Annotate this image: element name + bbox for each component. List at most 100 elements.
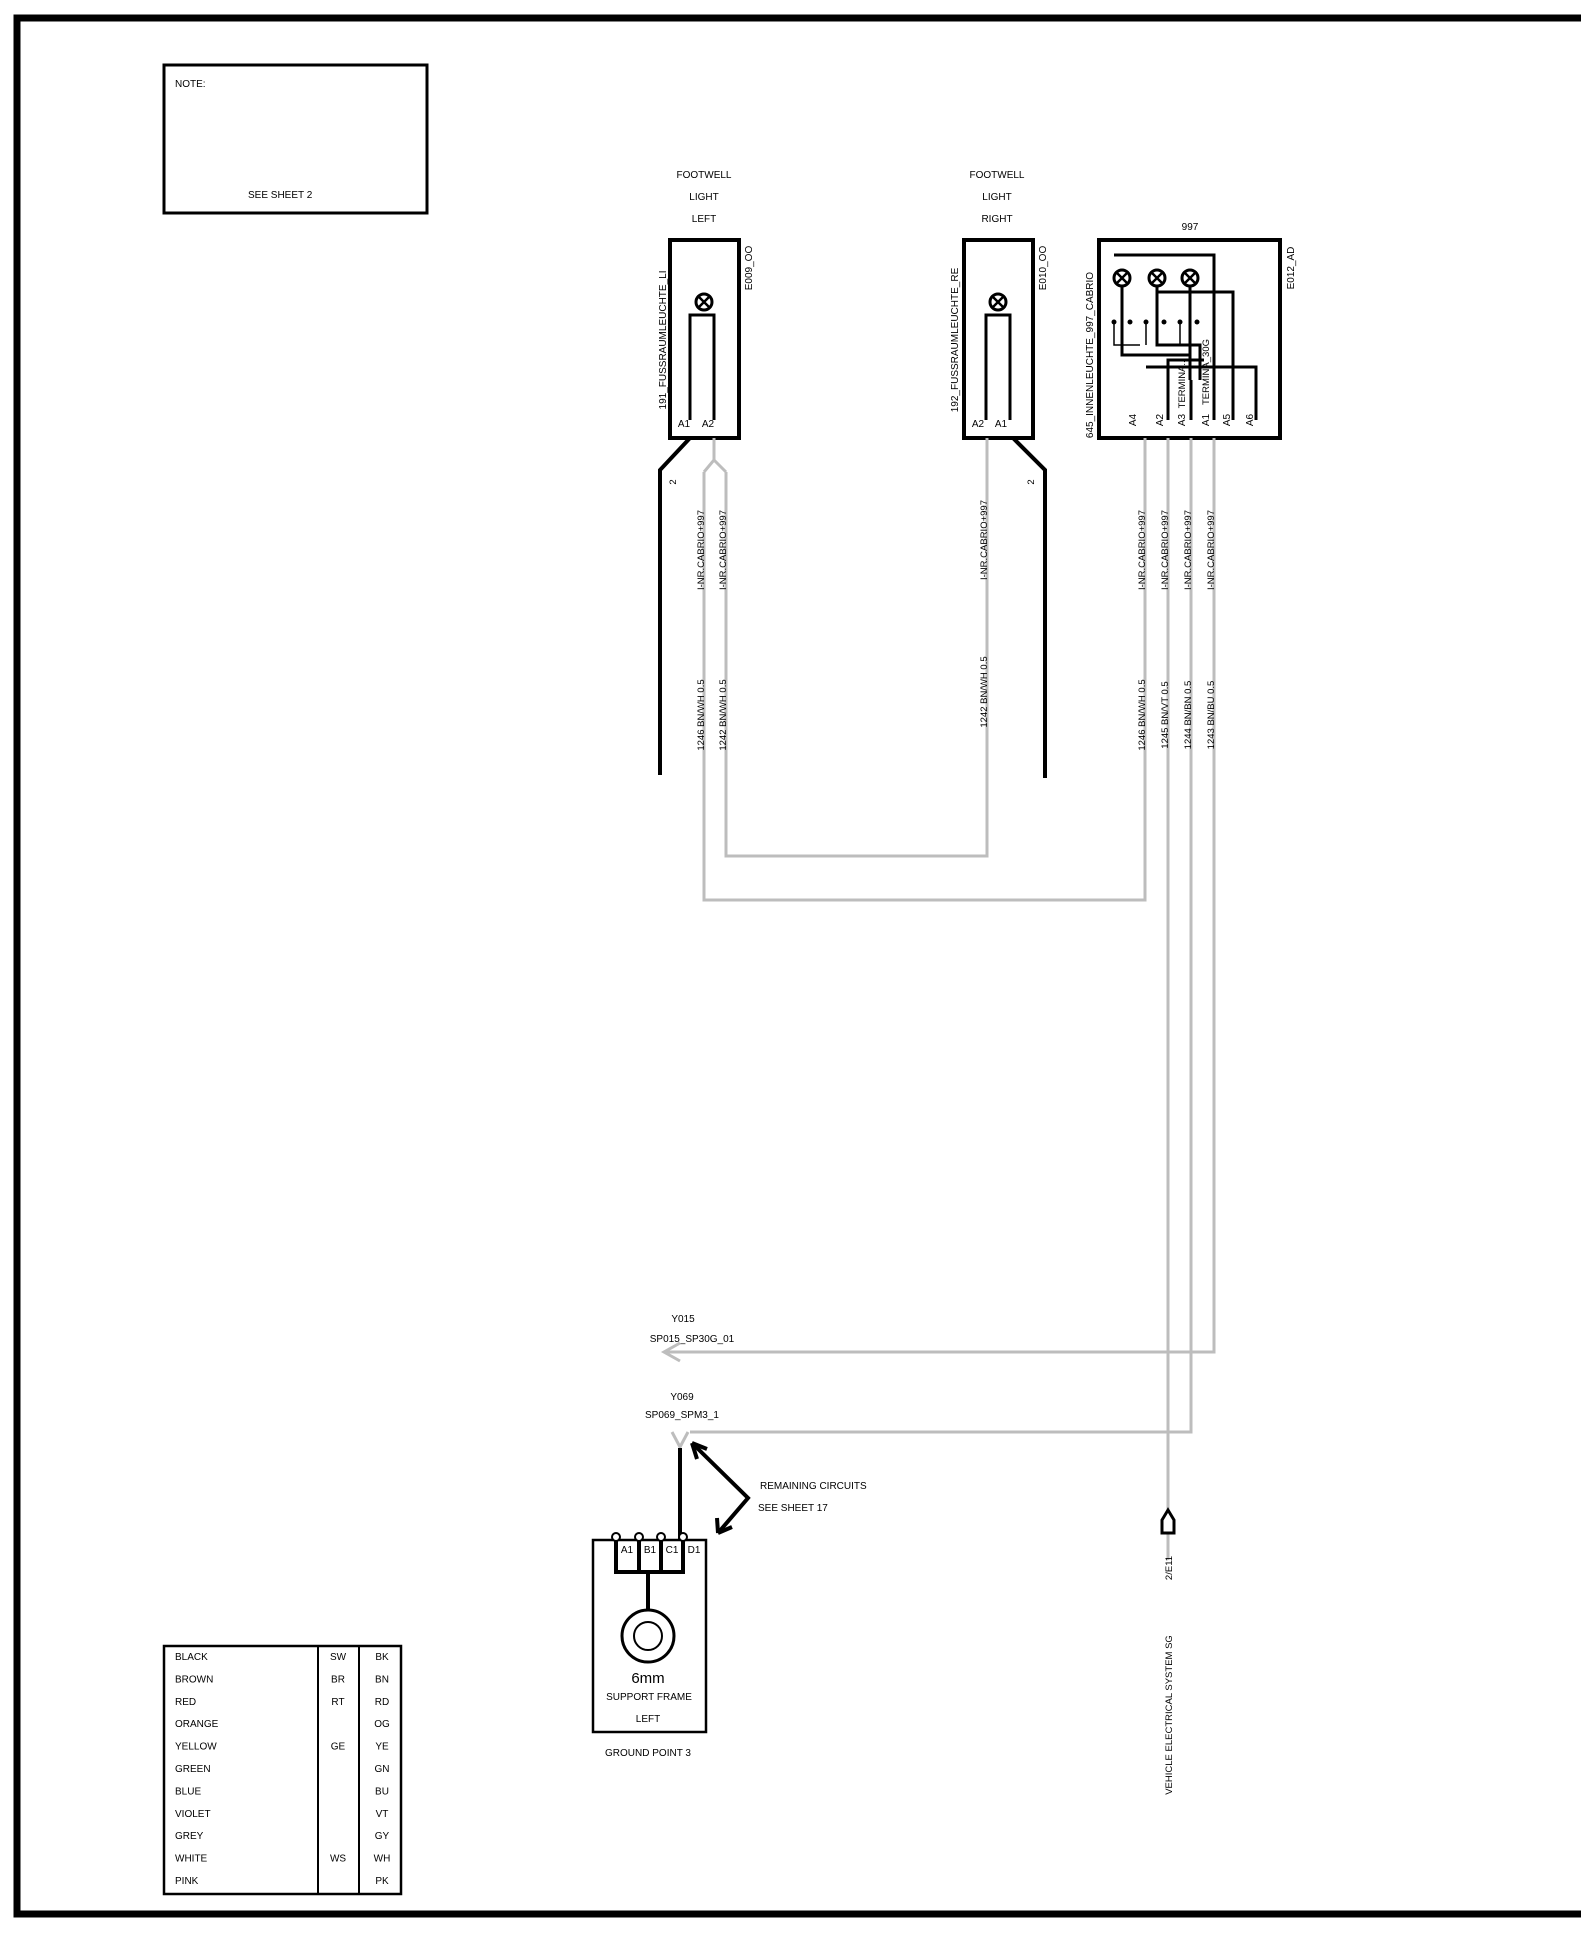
footwell-light-left: FOOTWELL LIGHT LEFT A1 A2 191_FUSSRAUMLE… <box>658 170 755 485</box>
remaining-line-2: SEE SHEET 17 <box>758 1503 828 1514</box>
footwell-left-pin-a2: A2 <box>702 419 715 430</box>
interior-pin-a2: A2 <box>1155 413 1166 426</box>
legend-name: GREY <box>175 1831 204 1842</box>
footwell-left-name: 191_FUSSRAUMLEUCHTE_LI <box>658 271 669 410</box>
color-legend-table: BLACK SW BK BROWN BR BN RED RT RD ORANGE OG YELLOW G… <box>162 1644 403 1896</box>
ground-pin-b1: B1 <box>644 1545 657 1556</box>
legend-name: ORANGE <box>175 1719 219 1730</box>
footwell-left-title-3: LEFT <box>692 214 716 225</box>
legend-en: BK <box>375 1652 389 1663</box>
legend-en: YE <box>375 1742 389 1753</box>
lamp-icon <box>1180 268 1200 288</box>
wire-1243 <box>665 438 1216 1354</box>
wire-label-variant: I-NR.CABRIO+997 <box>1160 510 1171 590</box>
legend-en: BU <box>375 1786 389 1797</box>
ground-wire-left <box>658 436 692 775</box>
interior-pin-a4: A4 <box>1128 413 1139 426</box>
legend-en: BN <box>375 1674 389 1685</box>
splice-y015-id: Y015 <box>671 1314 695 1325</box>
ground-wire-right <box>1011 436 1047 778</box>
ground-size: 6mm <box>631 1670 664 1687</box>
legend-de: SW <box>330 1652 347 1663</box>
legend-en: GN <box>375 1764 390 1775</box>
legend-name: BLACK <box>175 1652 208 1663</box>
wire-1246 <box>702 438 1147 902</box>
ground-label: GROUND POINT 3 <box>605 1748 691 1759</box>
ground-point-3: A1 B1 C1 D1 6mm SUPPORT FRAME LEFT GROUN… <box>591 1532 708 1759</box>
wire-label-spec: 1246 BN/WH 0.5 <box>1137 679 1148 750</box>
wire-1242 <box>724 438 989 858</box>
lamp-icon <box>988 292 1008 312</box>
wire-label-variant: I-NR.CABRIO+997 <box>696 510 707 590</box>
ground-pin-d1: D1 <box>688 1545 701 1556</box>
wire-label-spec: 1242 BN/WH 0.5 <box>979 656 990 727</box>
splice-y015-name: SP015_SP30G_01 <box>650 1334 735 1345</box>
footwell-left-title-1: FOOTWELL <box>676 170 731 181</box>
legend-name: BROWN <box>175 1674 213 1685</box>
wire-label-spec: 1244 BN/BN 0.5 <box>1183 681 1194 750</box>
wire-label-variant: I-NR.CABRIO+997 <box>979 500 990 580</box>
legend-en: PK <box>375 1876 389 1887</box>
wire-label-variant: I-NR.CABRIO+997 <box>718 510 729 590</box>
footwell-right-title-3: RIGHT <box>981 214 1012 225</box>
splice-y015: Y015 SP015_SP30G_01 <box>650 1314 735 1363</box>
interior-terminal-1: TERMINA... <box>1177 358 1188 409</box>
ground-stud-icon <box>620 1608 676 1664</box>
footwell-right-title-2: LIGHT <box>982 192 1011 203</box>
footwell-right-title-1: FOOTWELL <box>969 170 1024 181</box>
legend-en: WH <box>374 1854 391 1865</box>
interior-pin-a3: A3 <box>1177 413 1188 426</box>
wire-label-spec: 1245 BN/VT 0.5 <box>1160 681 1171 748</box>
footwell-left-pin-a1: A1 <box>678 419 691 430</box>
footwell-left-code: E009_OO <box>744 246 755 291</box>
legend-en: OG <box>374 1719 390 1730</box>
ground-pin-a1: A1 <box>621 1545 634 1556</box>
wire-1244 <box>690 438 1193 1434</box>
ground-pin-c1: C1 <box>666 1545 679 1556</box>
note-title: NOTE: <box>175 79 206 90</box>
legend-de: RT <box>331 1697 344 1708</box>
footwell-left-title-2: LIGHT <box>689 192 718 203</box>
legend-name: YELLOW <box>175 1742 217 1753</box>
interior-pin-a6: A6 <box>1245 413 1256 426</box>
sheet-border <box>13 14 1581 1918</box>
ground-line-2: LEFT <box>636 1714 660 1725</box>
interior-pin-a5: A5 <box>1222 413 1233 426</box>
harness-wires <box>665 438 1216 1560</box>
connector-ref-label: VEHICLE ELECTRICAL SYSTEM SG <box>1164 1635 1175 1795</box>
splice-y069-name: SP069_SPM3_1 <box>645 1410 719 1421</box>
legend-name: RED <box>175 1697 196 1708</box>
wire-label-spec: 1243 BN/BU 0.5 <box>1206 681 1217 750</box>
legend-name: PINK <box>175 1876 199 1887</box>
footwell-right-code: E010_OO <box>1038 246 1049 291</box>
note-box: NOTE: SEE SHEET 2 <box>162 63 429 215</box>
note-text: SEE SHEET 2 <box>248 190 313 201</box>
wire-label-variant: I-NR.CABRIO+997 <box>1206 510 1217 590</box>
lamp-icon <box>1112 268 1132 288</box>
legend-en: GY <box>375 1831 390 1842</box>
interior-light-name: 645_INNENLEUCHTE_997_CABRIO <box>1085 272 1096 438</box>
legend-de: BR <box>331 1674 345 1685</box>
footwell-left-ground-num: 2 <box>668 479 679 484</box>
lamp-icon <box>1147 268 1167 288</box>
remaining-line-1: REMAINING CIRCUITS <box>760 1481 867 1492</box>
interior-terminal-2: TERMINA_30G <box>1201 339 1212 405</box>
footwell-right-ground-num: 2 <box>1026 479 1037 484</box>
legend-en: VT <box>376 1809 389 1820</box>
splice-y069-id: Y069 <box>670 1392 694 1403</box>
interior-light-title: 997 <box>1182 222 1199 233</box>
wire-label-spec: 1242 BN/WH 0.5 <box>718 679 729 750</box>
footwell-light-right: FOOTWELL LIGHT RIGHT A2 A1 192_FUSSRAUML… <box>950 170 1049 485</box>
legend-en: RD <box>375 1697 389 1708</box>
wire-label-spec: 1246 BN/WH 0.5 <box>696 679 707 750</box>
legend-name: BLUE <box>175 1786 201 1797</box>
splice-y069: Y069 SP069_SPM3_1 <box>645 1392 719 1540</box>
ground-line-1: SUPPORT FRAME <box>606 1692 692 1703</box>
legend-name: VIOLET <box>175 1809 211 1820</box>
interior-light-997: 997 A4 A2 A3 A1 A5 A6 TER <box>1085 222 1297 440</box>
legend-name: WHITE <box>175 1854 208 1865</box>
legend-name: GREEN <box>175 1764 211 1775</box>
interior-pin-a1: A1 <box>1201 413 1212 426</box>
footwell-right-name: 192_FUSSRAUMLEUCHTE_RE <box>950 267 961 412</box>
